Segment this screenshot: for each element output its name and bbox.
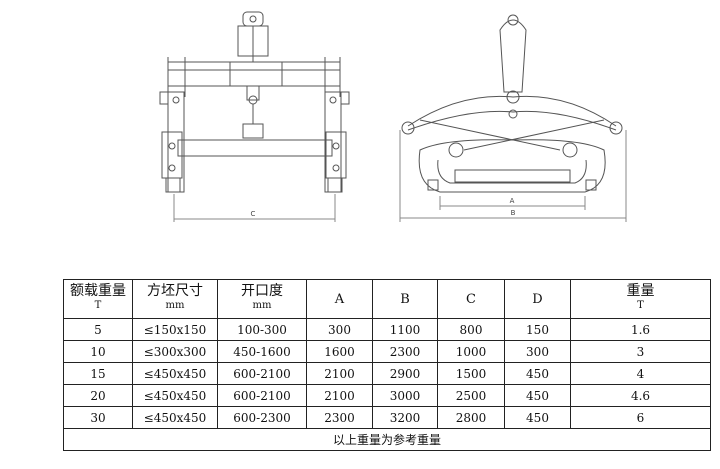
cell-billet-size: ≤150x150 [132, 318, 218, 341]
cell-billet-size: ≤450x450 [132, 384, 218, 407]
reference-weight-note: 以上重量为参考重量 [63, 428, 711, 451]
cell-b: 3000 [372, 384, 438, 407]
cell-b: 2900 [372, 362, 438, 385]
cell-opening: 600-2300 [217, 406, 307, 429]
table-row: 10 ≤300x300 450-1600 1600 2300 1000 300 … [63, 340, 711, 363]
cell-a: 300 [306, 318, 373, 341]
cell-a: 2300 [306, 406, 373, 429]
cell-a: 2100 [306, 384, 373, 407]
cell-rated-load: 20 [63, 384, 133, 407]
cell-rated-load: 30 [63, 406, 133, 429]
cell-weight: 1.6 [570, 318, 711, 341]
unit-rated-load: T [63, 300, 133, 319]
unit-weight: T [570, 300, 711, 319]
cell-b: 2300 [372, 340, 438, 363]
cell-billet-size: ≤300x300 [132, 340, 218, 363]
cell-a: 1600 [306, 340, 373, 363]
cell-weight: 6 [570, 406, 711, 429]
cell-d: 450 [504, 384, 571, 407]
cell-weight: 4.6 [570, 384, 711, 407]
cell-opening: 600-2100 [217, 384, 307, 407]
dimension-label-c: C [251, 210, 256, 218]
header-rated-load: 额载重量 [63, 279, 133, 300]
cell-c: 2500 [437, 384, 505, 407]
dimension-label-b: B [511, 209, 516, 217]
table-row: 30 ≤450x450 600-2300 2300 3200 2800 450 … [63, 406, 711, 429]
table-row: 15 ≤450x450 600-2100 2100 2900 1500 450 … [63, 362, 711, 385]
header-c: C [437, 279, 505, 319]
table-row: 20 ≤450x450 600-2100 2100 3000 2500 450 … [63, 384, 711, 407]
cell-weight: 4 [570, 362, 711, 385]
cell-a: 2100 [306, 362, 373, 385]
cell-b: 1100 [372, 318, 438, 341]
cell-billet-size: ≤450x450 [132, 406, 218, 429]
cell-opening: 450-1600 [217, 340, 307, 363]
header-weight: 重量 [570, 279, 711, 300]
cell-d: 300 [504, 340, 571, 363]
header-a: A [306, 279, 373, 319]
cell-c: 2800 [437, 406, 505, 429]
cell-d: 450 [504, 362, 571, 385]
cell-b: 3200 [372, 406, 438, 429]
header-d: D [504, 279, 571, 319]
cell-c: 800 [437, 318, 505, 341]
header-billet-size: 方坯尺寸 [132, 279, 218, 300]
cell-d: 450 [504, 406, 571, 429]
spec-table: 额载重量 方坯尺寸 开口度 A B C D 重量 T mm mm T 5 ≤15… [63, 279, 711, 451]
cell-c: 1500 [437, 362, 505, 385]
header-opening: 开口度 [217, 279, 307, 300]
cell-rated-load: 15 [63, 362, 133, 385]
front-view-drawing [159, 11, 350, 222]
cell-billet-size: ≤450x450 [132, 362, 218, 385]
cell-rated-load: 10 [63, 340, 133, 363]
cell-opening: 600-2100 [217, 362, 307, 385]
cell-c: 1000 [437, 340, 505, 363]
cell-rated-load: 5 [63, 318, 133, 341]
table-row: 5 ≤150x150 100-300 300 1100 800 150 1.6 [63, 318, 711, 341]
dimension-label-a: A [510, 197, 515, 205]
unit-opening: mm [217, 300, 307, 319]
unit-billet-size: mm [132, 300, 218, 319]
technical-drawing: C A B [159, 11, 627, 222]
side-view-drawing [399, 14, 627, 222]
header-b: B [372, 279, 438, 319]
cell-opening: 100-300 [217, 318, 307, 341]
header-row: 额载重量 方坯尺寸 开口度 A B C D 重量 [63, 279, 711, 319]
note-row: 以上重量为参考重量 [63, 428, 711, 451]
cell-d: 150 [504, 318, 571, 341]
cell-weight: 3 [570, 340, 711, 363]
